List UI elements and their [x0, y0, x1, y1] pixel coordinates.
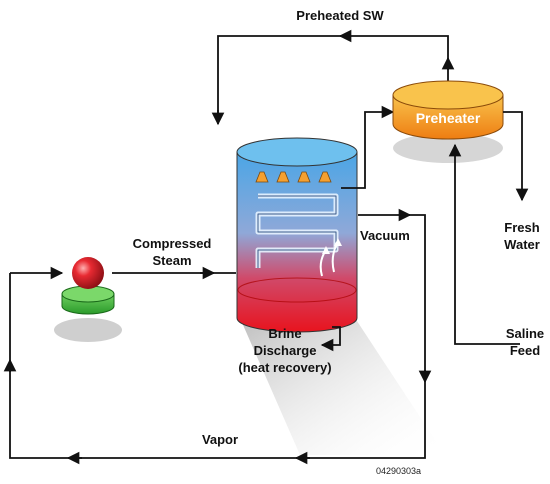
heat-recovery-label: (heat recovery)	[238, 360, 331, 375]
fresh-water-line	[503, 111, 529, 202]
coil-outline	[257, 195, 337, 268]
steam-label: Steam	[152, 253, 191, 268]
figure-code: 04290303a	[376, 466, 421, 476]
vacuum-vapor-loop	[9, 214, 426, 459]
compressor	[61, 257, 115, 315]
compressor-shadow	[54, 318, 122, 342]
saline-label: Saline	[506, 326, 544, 341]
preheater: Preheater	[392, 80, 504, 140]
preheater-shadow	[393, 133, 503, 163]
fresh-label: Fresh	[504, 220, 539, 235]
preheater-label: Preheater	[416, 110, 481, 126]
saline-feed-line	[448, 143, 520, 345]
tank-to-preheater-line	[341, 105, 395, 189]
brine-label: Brine	[268, 326, 301, 341]
nozzle-4	[318, 171, 332, 183]
nozzle-2	[276, 171, 290, 183]
evaporator-tank	[236, 137, 358, 333]
discharge-label: Discharge	[254, 343, 317, 358]
vacuum-label: Vacuum	[360, 228, 410, 243]
feed-label: Feed	[510, 343, 540, 358]
preheated-sw-label: Preheated SW	[296, 8, 384, 23]
compressed-label: Compressed	[133, 236, 212, 251]
vapor-label: Vapor	[202, 432, 238, 447]
compressor-ball	[72, 257, 104, 289]
nozzle-3	[297, 171, 311, 183]
tank-shadow	[240, 318, 445, 455]
water-label: Water	[504, 237, 540, 252]
nozzle-1	[255, 171, 269, 183]
brine-discharge-line	[320, 326, 341, 352]
